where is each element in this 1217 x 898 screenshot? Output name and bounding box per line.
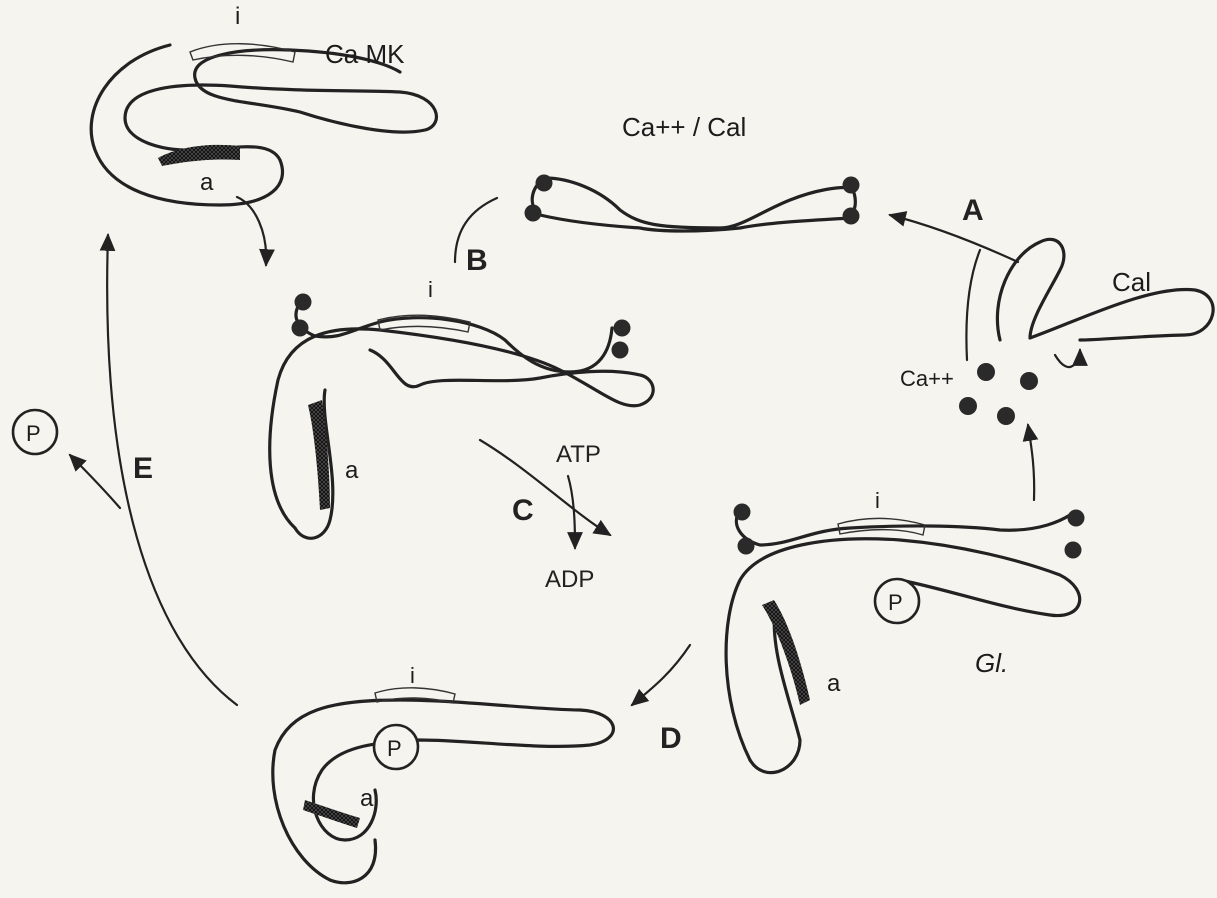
step-b-label: B [466, 244, 488, 277]
arrow-a-ca-in [966, 250, 980, 360]
camk-label: Ca MK [325, 39, 405, 69]
phospho-bound-inhibitory-label: i [875, 488, 880, 513]
cal-label: Cal [1112, 267, 1151, 297]
bound-inhibitory-label: i [428, 277, 433, 302]
arrow-a [890, 215, 1018, 262]
atp-label: ATP [556, 441, 601, 468]
adp-label: ADP [545, 566, 594, 593]
step-d-label: D [660, 722, 682, 755]
phospho-inhibitory-label: i [410, 663, 415, 688]
camk-active-label: a [200, 169, 214, 196]
step-e-label: E [133, 452, 153, 485]
camk-calmodulin-bound [270, 294, 653, 539]
phospho-bound-p-label: P [888, 590, 903, 615]
signature-mark: Gl. [975, 648, 1008, 678]
calcium-ions [959, 363, 1038, 425]
arrow-d [632, 645, 690, 705]
arrow-e-release-p [70, 455, 120, 508]
ca-cal-label: Ca++ / Cal [622, 112, 746, 142]
bound-active-label: a [345, 457, 359, 484]
phospho-active-label: a [360, 785, 374, 812]
step-a-label: A [962, 194, 984, 227]
phospho-p-label: P [387, 736, 402, 761]
arrow-b-kinase-in [237, 197, 266, 265]
free-phosphate-label: P [26, 421, 41, 446]
free-calmodulin [997, 239, 1213, 340]
phospho-camk-enzyme [273, 688, 614, 883]
arrow-release-ca [1028, 425, 1034, 500]
arrow-release-cal [1055, 350, 1080, 367]
arrow-atp-adp [568, 476, 575, 548]
camk-inhibitory-label: i [235, 3, 240, 30]
ca-ions-label: Ca++ [900, 366, 954, 391]
phospho-bound-active-label: a [827, 670, 841, 697]
phospho-active-region [303, 800, 360, 828]
step-c-label: C [512, 494, 534, 527]
calcium-calmodulin-complex [525, 175, 860, 232]
arrow-e [107, 235, 237, 705]
phospho-camk-calmodulin-bound [726, 504, 1084, 773]
bound-active-region [308, 400, 330, 510]
